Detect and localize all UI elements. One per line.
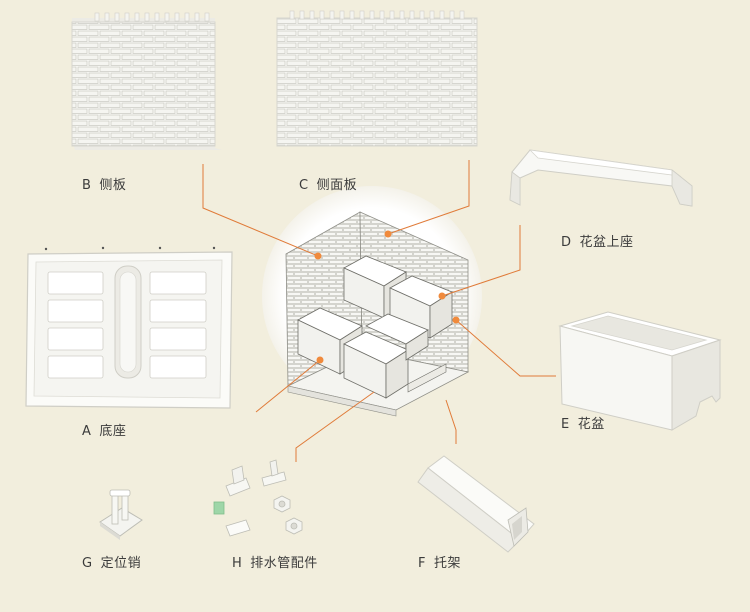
assembled-view xyxy=(262,186,482,417)
label-a-code: A xyxy=(82,424,92,439)
planter-e xyxy=(558,311,722,431)
label-d: D 花盆上座 xyxy=(561,231,634,250)
label-f-name: 托架 xyxy=(433,556,461,571)
leader-lines xyxy=(202,160,556,462)
leader-line-h xyxy=(295,391,375,462)
marker-c xyxy=(384,230,392,238)
label-e-name: 花盆 xyxy=(577,417,605,432)
leader-line-c xyxy=(387,160,470,235)
label-d-code: D xyxy=(561,235,572,250)
label-g: G 定位销 xyxy=(82,552,141,571)
marker-d xyxy=(438,292,446,300)
label-b: B 侧板 xyxy=(82,174,126,193)
marker-a xyxy=(316,356,324,364)
leader-line-e xyxy=(455,319,556,377)
label-a: A 底座 xyxy=(82,420,126,439)
label-c-name: 侧面板 xyxy=(316,178,358,193)
positioning-pin-g xyxy=(99,489,143,540)
label-b-code: B xyxy=(82,178,92,193)
label-e: E 花盆 xyxy=(561,413,605,432)
marker-b xyxy=(314,252,322,260)
side-face-panel-c xyxy=(276,10,478,147)
label-a-name: 底座 xyxy=(99,424,127,439)
label-c: C 侧面板 xyxy=(299,174,357,193)
label-g-name: 定位销 xyxy=(100,556,142,571)
label-e-code: E xyxy=(561,417,570,432)
bracket-f xyxy=(417,455,535,553)
label-g-code: G xyxy=(82,556,93,571)
leader-line-a xyxy=(255,359,321,413)
label-f-code: F xyxy=(418,556,426,571)
planter-top-seat-d xyxy=(509,149,693,207)
leader-line-f xyxy=(445,399,457,444)
label-h-name: 排水管配件 xyxy=(250,556,318,571)
label-h: H 排水管配件 xyxy=(232,552,318,571)
base-a xyxy=(25,246,233,409)
label-h-code: H xyxy=(232,556,243,571)
label-b-name: 侧板 xyxy=(99,178,127,193)
leader-line-b xyxy=(202,164,319,257)
leader-markers xyxy=(314,230,460,364)
label-d-name: 花盆上座 xyxy=(579,235,634,250)
leader-line-d xyxy=(441,225,521,297)
side-panel-b xyxy=(71,12,222,150)
marker-e xyxy=(452,316,460,324)
label-f: F 托架 xyxy=(418,552,461,571)
drainage-fittings-h xyxy=(213,459,303,537)
label-c-code: C xyxy=(299,178,309,193)
